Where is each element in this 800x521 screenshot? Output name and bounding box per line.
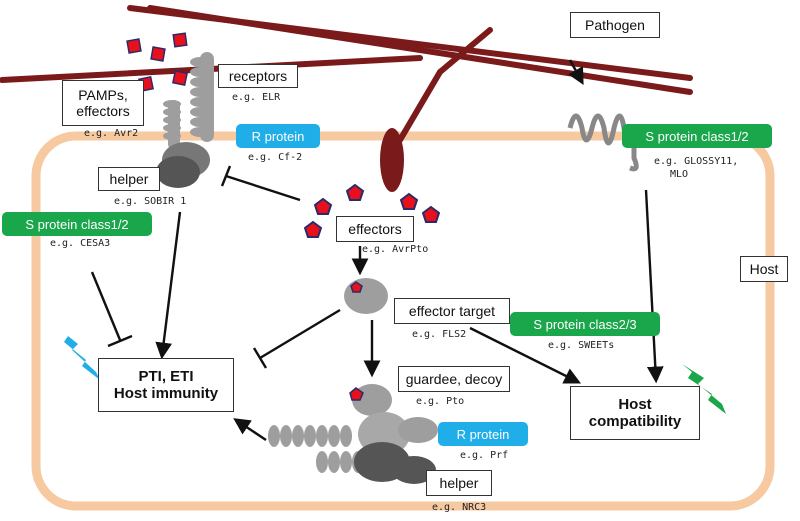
receptors-eg: e.g. ELR bbox=[232, 92, 281, 103]
arrow-pathogen-to-s bbox=[568, 59, 584, 85]
lightning-bolt-green-icon bbox=[682, 364, 726, 414]
inhibit-bar-1 bbox=[220, 165, 232, 187]
immunity-line2: Host immunity bbox=[113, 385, 219, 402]
host-immunity-box: PTI, ETI Host immunity bbox=[98, 358, 234, 412]
helper-top-eg: e.g. SOBIR 1 bbox=[114, 196, 187, 207]
effector-pentagons bbox=[303, 183, 441, 238]
bottom-complex bbox=[268, 384, 438, 484]
pamps-line2: effectors bbox=[76, 103, 130, 119]
effector-target-protein bbox=[344, 278, 388, 314]
inhibit-bar-2 bbox=[107, 334, 133, 348]
immunity-line1: PTI, ETI bbox=[138, 367, 194, 385]
s-protein-class23: S protein class2/3 bbox=[510, 312, 660, 336]
helper-bottom-eg: e.g. NRC3 bbox=[432, 502, 487, 513]
inhibit-bar-3 bbox=[252, 347, 268, 369]
inhibit-target-to-immunity bbox=[259, 308, 341, 360]
r-protein-top: R protein bbox=[236, 124, 320, 148]
guardee-eg: e.g. Pto bbox=[416, 396, 465, 407]
lightning-bolt-blue-icon bbox=[58, 328, 100, 380]
r-protein-top-eg: e.g. Cf-2 bbox=[248, 152, 303, 163]
host-label: Host bbox=[740, 256, 788, 282]
haustorium bbox=[380, 128, 404, 192]
receptors-box: receptors bbox=[218, 64, 298, 88]
arrow-complex-to-immunity bbox=[233, 418, 267, 441]
helper-top-box: helper bbox=[98, 167, 160, 191]
effector-target-box: effector target bbox=[394, 298, 510, 324]
receptor-complex-top bbox=[156, 52, 214, 188]
s-protein-class23-eg: e.g. SWEETs bbox=[548, 340, 615, 351]
s-protein-right-eg1: e.g. GLOSSY11, bbox=[654, 156, 739, 167]
compat-line2: compatibility bbox=[588, 413, 682, 430]
inhibit-effectors-to-helper bbox=[225, 174, 301, 202]
guardee-box: guardee, decoy bbox=[398, 366, 510, 392]
compat-line1: Host bbox=[618, 395, 652, 413]
s-protein-right-eg2: MLO bbox=[670, 169, 689, 180]
effector-target-eg: e.g. FLS2 bbox=[412, 329, 467, 340]
effectors-box: effectors bbox=[336, 216, 414, 242]
s-protein-left-eg: e.g. CESA3 bbox=[50, 238, 111, 249]
effectors-eg: e.g. AvrPto bbox=[362, 244, 429, 255]
r-protein-bottom-eg: e.g. Prf bbox=[460, 450, 509, 461]
pamps-eg: e.g. Avr2 bbox=[84, 128, 139, 139]
pamps-effectors-box: PAMPs, effectors bbox=[62, 80, 144, 126]
s-protein-right: S protein class1/2 bbox=[622, 124, 772, 148]
r-protein-bottom: R protein bbox=[438, 422, 528, 446]
host-compatibility-box: Host compatibility bbox=[570, 386, 700, 440]
arrow-target-to-compat bbox=[469, 326, 582, 384]
pamps-line1: PAMPs, bbox=[78, 86, 128, 103]
arrow-s-right-to-compat bbox=[644, 189, 664, 384]
pathogen-label: Pathogen bbox=[570, 12, 660, 38]
inhibit-s-left-to-immunity bbox=[90, 271, 122, 341]
helper-bottom-box: helper bbox=[426, 470, 492, 496]
arrow-helper-to-immunity bbox=[155, 211, 182, 360]
s-protein-left: S protein class1/2 bbox=[2, 212, 152, 236]
